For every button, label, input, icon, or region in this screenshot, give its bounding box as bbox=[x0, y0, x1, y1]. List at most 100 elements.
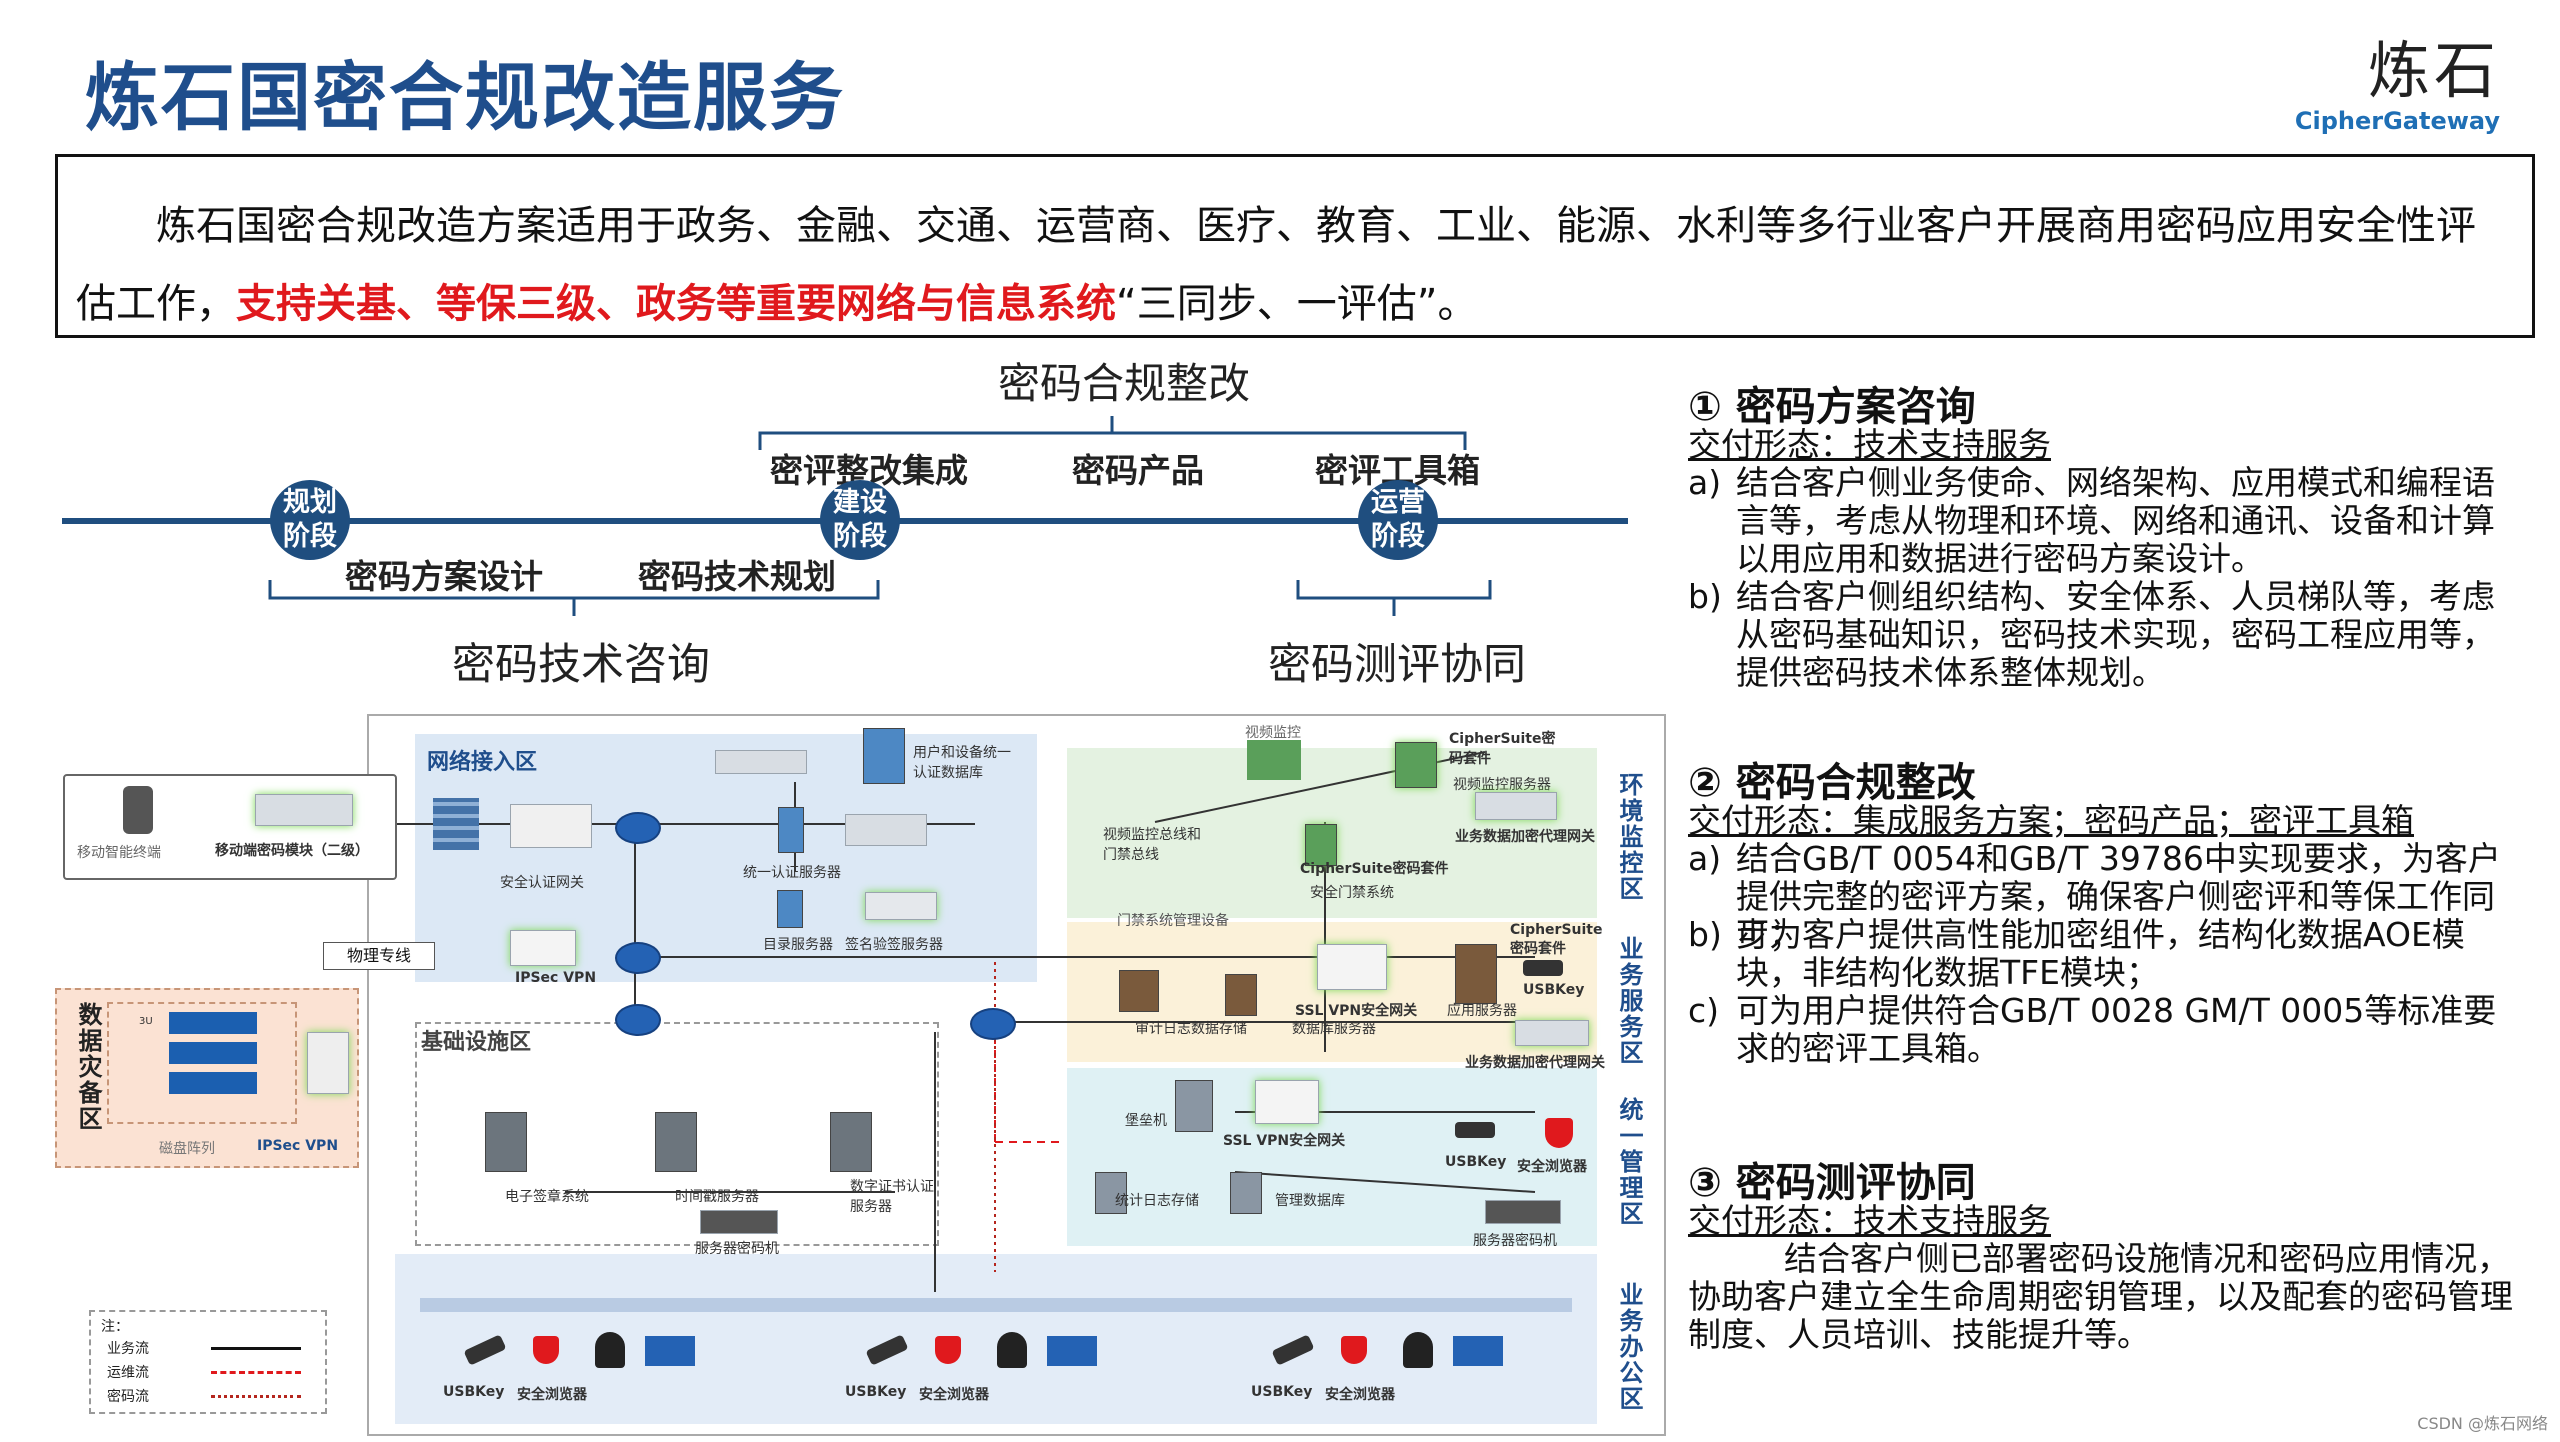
usbkey1-label: USBKey bbox=[1523, 982, 1585, 998]
unified-auth-label: 统一认证服务器 bbox=[743, 865, 841, 881]
ssl-vpn1-label: SSL VPN安全网关 bbox=[1295, 1003, 1418, 1019]
top-item-products: 密码产品 bbox=[1072, 451, 1204, 490]
hsm2-label: 服务器密码机 bbox=[1473, 1233, 1557, 1249]
ciphersuite1-label: CipherSuite密码套件 bbox=[1449, 731, 1556, 767]
audit-store-label: 审计日志数据存储 bbox=[1135, 1021, 1247, 1037]
legend-crypto-line bbox=[211, 1395, 301, 1398]
zone-mgmt-label: 统一管理区 bbox=[1615, 1097, 1643, 1227]
sec2-heading: ② 密码合规整改 bbox=[1688, 760, 1976, 806]
usbkey-office-label: USBKey bbox=[845, 1384, 907, 1400]
video-server-label: 视频监控服务器 bbox=[1453, 777, 1551, 793]
sec2-item-c-mark: c) bbox=[1688, 991, 1720, 1030]
access-ctrl-label: 安全门禁系统 bbox=[1310, 885, 1394, 901]
usbkey2-icon bbox=[1455, 1122, 1495, 1138]
intro-highlight: 支持关基、等保三级、政务等重要网络与信息系统 bbox=[236, 281, 1116, 327]
disk-icon bbox=[169, 1042, 257, 1064]
tsa-server-icon bbox=[655, 1112, 697, 1172]
sec2-item-b-mark: b) bbox=[1688, 915, 1722, 954]
sign-server-label: 签名验签服务器 bbox=[845, 937, 943, 953]
mobile-module-icon bbox=[255, 794, 353, 826]
shield-icon bbox=[1341, 1336, 1367, 1364]
ciphersuite2-label: CipherSuite密码套件 bbox=[1300, 861, 1449, 877]
sec-browser-label: 安全浏览器 bbox=[1517, 1159, 1587, 1175]
intro-text-1: 炼石国密合规改造方案适用于政务、金融、交通、运营商、医疗、教育、工业、能源、水利… bbox=[76, 203, 2476, 327]
stage-building: 建设阶段 bbox=[820, 480, 900, 560]
legend: 注： 业务流 运维流 密码流 bbox=[89, 1310, 327, 1414]
phys-line-label: 物理专线 bbox=[323, 942, 435, 970]
tsa-label: 时间戳服务器 bbox=[675, 1189, 759, 1205]
hsm1-label: 服务器密码机 bbox=[695, 1241, 779, 1257]
ssl-vpn1-icon bbox=[1317, 944, 1387, 990]
router2-icon bbox=[615, 942, 661, 974]
office-bus bbox=[420, 1298, 1572, 1312]
switch-icon bbox=[715, 750, 807, 774]
user-db-label: 用户和设备统一认证数据库 bbox=[913, 745, 1011, 781]
sec1-item-b-mark: b) bbox=[1688, 577, 1722, 616]
switch2-icon bbox=[845, 814, 927, 846]
disk-icon bbox=[169, 1012, 257, 1034]
zone-infra bbox=[415, 1022, 939, 1246]
usbkey-office-label: USBKey bbox=[1251, 1384, 1313, 1400]
legend-biz-flow: 业务流 bbox=[107, 1341, 149, 1357]
zone-infra-label: 基础设施区 bbox=[421, 1030, 532, 1055]
sec-gateway-label: 安全认证网关 bbox=[500, 875, 584, 891]
zone-access-label: 网络接入区 bbox=[427, 750, 538, 775]
sec1-item-a-mark: a) bbox=[1688, 463, 1722, 502]
dir-server-label: 目录服务器 bbox=[763, 937, 833, 953]
db-server2-icon bbox=[1225, 974, 1257, 1016]
ciphersuite1-icon bbox=[1395, 742, 1437, 788]
usbkey-office-label: USBKey bbox=[443, 1384, 505, 1400]
mobile-terminal-label: 移动智能终端 bbox=[77, 845, 161, 861]
dir-server-icon bbox=[777, 890, 803, 928]
usbkey-icon bbox=[1523, 960, 1563, 976]
sec2-item-a: 结合GB/T 0054和GB/T 39786中实现要求，为客户提供完整的密评方案… bbox=[1736, 839, 2501, 954]
bastion-label: 堡垒机 bbox=[1125, 1113, 1167, 1129]
smartphone-icon bbox=[123, 786, 153, 834]
ciphersuite3-label: CipherSuite密码套件 bbox=[1510, 922, 1603, 957]
stage-operation: 运营阶段 bbox=[1358, 480, 1438, 560]
csdn-watermark: CSDN @炼石网络 bbox=[2417, 1414, 2548, 1433]
laptop-icon bbox=[1453, 1336, 1503, 1366]
zone-disaster-label: 数据灾备区 bbox=[74, 1002, 102, 1132]
biz-proxy2-icon bbox=[1515, 1020, 1589, 1046]
ipsec-vpn-icon bbox=[510, 930, 576, 966]
biz-proxy1-label: 业务数据加密代理网关 bbox=[1455, 829, 1595, 845]
legend-title: 注： bbox=[101, 1319, 129, 1335]
sign-server-icon bbox=[865, 892, 937, 920]
sec3-deliver: 交付形态：技术支持服务 bbox=[1688, 1201, 2051, 1240]
shield-icon bbox=[1545, 1118, 1573, 1148]
esign-label: 电子签章系统 bbox=[505, 1189, 589, 1205]
stage-planning: 规划阶段 bbox=[270, 480, 350, 560]
ipsec-vpn2-label: IPSec VPN bbox=[257, 1138, 339, 1154]
app-server-icon bbox=[1455, 944, 1497, 1004]
shield-icon bbox=[935, 1336, 961, 1364]
firewall-icon bbox=[433, 798, 479, 850]
shield-icon bbox=[533, 1336, 559, 1364]
logo-sub: CipherGateway bbox=[2294, 107, 2500, 135]
sec3-heading: ③ 密码测评协同 bbox=[1688, 1160, 1976, 1206]
diagram-frame bbox=[367, 714, 1666, 1436]
bottom-left-label: 密码技术咨询 bbox=[452, 640, 710, 690]
sec1-item-a: 结合客户侧业务使命、网络架构、应用模式和编程语言等，考虑从物理和环境、网络和通讯… bbox=[1736, 463, 2495, 578]
ssl-vpn2-label: SSL VPN安全网关 bbox=[1223, 1133, 1346, 1149]
legend-ops-flow: 运维流 bbox=[107, 1365, 149, 1381]
zone-office bbox=[395, 1254, 1597, 1424]
sec1-deliver: 交付形态：技术支持服务 bbox=[1688, 425, 2051, 464]
legend-biz-line bbox=[211, 1347, 301, 1350]
hsm1-icon bbox=[700, 1210, 778, 1234]
user-icon bbox=[1403, 1332, 1433, 1368]
zone-biz-label: 业务服务区 bbox=[1615, 936, 1643, 1066]
bottom-item-design: 密码方案设计 bbox=[345, 557, 543, 596]
legend-crypto-flow: 密码流 bbox=[107, 1389, 149, 1405]
biz-proxy2-label: 业务数据加密代理网关 bbox=[1465, 1055, 1605, 1071]
router3-icon bbox=[615, 1004, 661, 1036]
user-icon bbox=[595, 1332, 625, 1368]
db-server-icon bbox=[863, 728, 905, 784]
audit-store-icon bbox=[1119, 970, 1159, 1012]
video-bus-label: 视频监控总线和门禁总线 bbox=[1103, 827, 1201, 863]
legend-ops-line bbox=[211, 1371, 301, 1374]
architecture-diagram: 网络接入区 基础设施区 环境监控区 业务服务区 统一管理区 业务办公区 bbox=[55, 712, 1670, 1442]
log-store-label: 统计日志存储 bbox=[1115, 1193, 1199, 1209]
laptop-icon bbox=[1047, 1336, 1097, 1366]
ipsec-vpn2-icon bbox=[307, 1032, 349, 1094]
